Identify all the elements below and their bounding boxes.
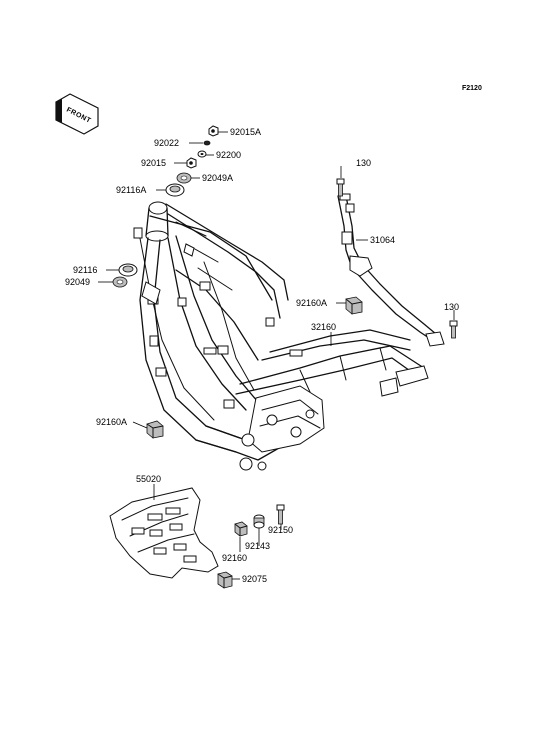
callout-92075: 92075 [242, 574, 267, 584]
main-frame [133, 201, 429, 471]
seal-92049A [176, 172, 192, 184]
callout-92015: 92015 [141, 158, 166, 168]
damper-92160A-upper [345, 296, 363, 315]
callout-92049A: 92049A [202, 173, 233, 183]
leader-lines [98, 131, 455, 580]
washer-92022 [203, 140, 211, 146]
callout-92022: 92022 [154, 138, 179, 148]
bolt-130-right [449, 320, 458, 339]
callout-92160: 92160 [222, 553, 247, 563]
damper-92160A-lower [146, 420, 164, 439]
figure-code: F2120 [462, 85, 482, 92]
callout-92049: 92049 [65, 277, 90, 287]
rear-sub-frame [337, 193, 445, 347]
callout-130-top: 130 [356, 158, 371, 168]
seal-92049 [112, 276, 128, 288]
nut-92015A [208, 125, 219, 137]
callout-92160A-lower: 92160A [96, 417, 127, 427]
callout-92200: 92200 [216, 150, 241, 160]
bearing-92116 [118, 263, 138, 277]
callout-31064: 31064 [370, 235, 395, 245]
under-cover [109, 487, 219, 579]
callout-92160A-upper: 92160A [296, 298, 327, 308]
bolt-92150 [276, 504, 285, 525]
washer-92200 [197, 150, 207, 158]
front-direction-arrow-icon: FRONT [55, 93, 99, 135]
collar-92143 [253, 514, 265, 529]
damper-92160 [234, 521, 248, 537]
bearing-92116A [165, 183, 185, 197]
callout-92116A: 92116A [116, 185, 146, 195]
callout-labels: 92015A 92022 92200 92015 92049A 92116A 9… [65, 127, 459, 584]
callout-130-right: 130 [444, 302, 459, 312]
damper-92075 [217, 571, 233, 589]
callout-92143: 92143 [245, 541, 270, 551]
callout-55020: 55020 [136, 474, 161, 484]
nut-92015 [186, 157, 197, 169]
callout-92150: 92150 [268, 525, 293, 535]
callout-32160: 32160 [311, 322, 336, 332]
callout-92015A: 92015A [230, 127, 261, 137]
callout-92116: 92116 [73, 265, 97, 275]
bolt-130-top [336, 178, 345, 197]
